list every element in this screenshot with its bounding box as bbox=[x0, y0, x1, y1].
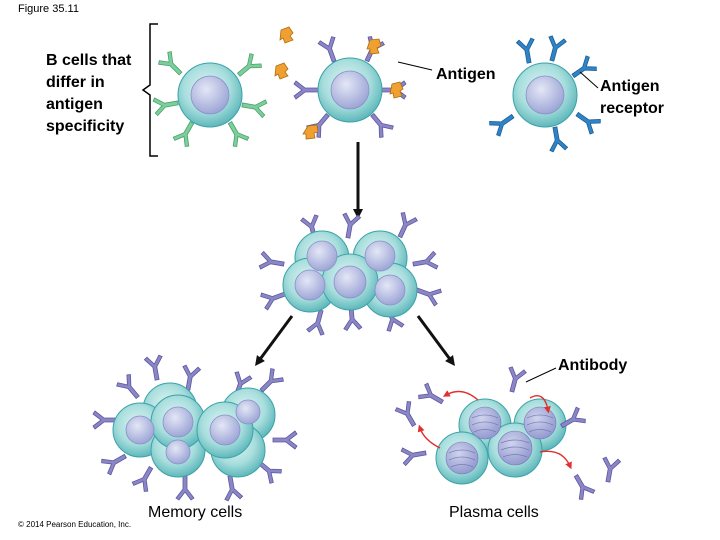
antibody-label: Antibody bbox=[558, 357, 628, 374]
antibody-icon bbox=[567, 470, 597, 502]
receptor-green bbox=[152, 93, 180, 117]
receptor-blue bbox=[542, 34, 568, 64]
arrow-to-memory bbox=[255, 315, 294, 367]
receptor-pointer bbox=[579, 71, 599, 89]
bracket bbox=[141, 23, 158, 157]
secretion-arrow bbox=[539, 450, 572, 470]
antibody-icon bbox=[598, 456, 622, 484]
b-cell-green bbox=[152, 49, 268, 149]
memory-cells-label: Memory cells bbox=[148, 504, 243, 521]
plasma-cells-label: Plasma cells bbox=[449, 504, 539, 521]
secretion-arrow bbox=[529, 395, 551, 414]
receptor-blue bbox=[571, 106, 603, 136]
antibody-icon bbox=[502, 365, 528, 395]
antibody-pointer bbox=[525, 367, 557, 383]
secretion-arrow bbox=[417, 424, 441, 449]
receptor-green bbox=[232, 51, 264, 83]
copyright-text: © 2014 Pearson Education, Inc. bbox=[18, 520, 132, 529]
antigen-icon bbox=[279, 26, 294, 44]
antigen-icon bbox=[366, 38, 382, 55]
receptor-blue bbox=[487, 108, 519, 138]
plasma-cells-cluster bbox=[393, 365, 622, 502]
antibody-icon bbox=[393, 399, 423, 431]
antigen-icon bbox=[274, 62, 289, 80]
antigen-pointer bbox=[397, 61, 433, 71]
receptor-blue bbox=[545, 125, 569, 153]
secretion-arrow bbox=[442, 390, 479, 401]
memory-cells-cluster bbox=[92, 354, 298, 502]
antigen-label: Antigen bbox=[436, 66, 496, 83]
figure-label: Figure 35.11 bbox=[18, 3, 79, 15]
receptor-purple bbox=[293, 80, 319, 100]
b-cell-blue bbox=[487, 34, 603, 153]
antibody-icon bbox=[416, 381, 448, 411]
arrow-to-plasma bbox=[416, 315, 455, 367]
receptor-blue bbox=[515, 37, 539, 65]
antigen-group bbox=[274, 26, 404, 140]
b-cell-purple bbox=[293, 34, 407, 140]
receptor-green bbox=[240, 95, 268, 119]
receptor-green bbox=[156, 49, 188, 81]
b-cells-label: B cells that differ in antigen specifici… bbox=[46, 52, 132, 135]
antibody-icon bbox=[400, 443, 428, 467]
proliferating-clone bbox=[258, 210, 443, 337]
antigen-receptor-label: Antigen receptor bbox=[600, 78, 665, 117]
antigen-icon bbox=[389, 81, 404, 99]
antigen-icon bbox=[302, 124, 319, 140]
